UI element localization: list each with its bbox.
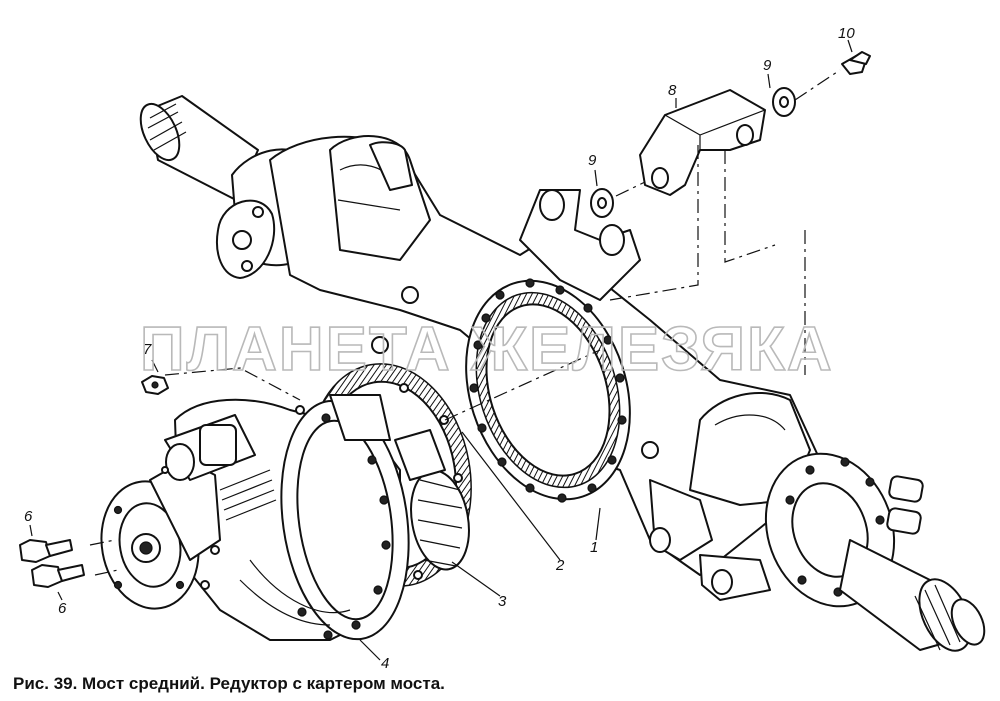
callout-6-upper: 6 — [24, 508, 33, 525]
callout-4: 4 — [381, 655, 389, 672]
watermark: ПЛАНЕТА ЖЕЛЕЗЯКА — [140, 315, 834, 384]
axle-housing — [269, 135, 821, 576]
callout-8: 8 — [668, 82, 677, 99]
callout-labels: 1 2 3 4 6 6 7 8 9 9 10 — [24, 25, 855, 672]
callout-10: 10 — [838, 25, 855, 42]
callout-2: 2 — [555, 557, 565, 574]
final-drive-reducer — [100, 394, 470, 641]
bracket-8 — [639, 89, 766, 196]
assembly-lines — [29, 39, 853, 661]
reducer-bolt-holes — [297, 413, 391, 640]
differential-gears — [329, 394, 470, 571]
callout-9-upper: 9 — [763, 57, 772, 74]
washers-9 — [590, 87, 796, 218]
left-axle-shaft — [139, 95, 311, 279]
callout-6-lower: 6 — [58, 600, 67, 617]
nut-7 — [141, 375, 169, 395]
callout-3: 3 — [498, 593, 507, 610]
callout-9-lower: 9 — [588, 152, 597, 169]
bolts-6 — [19, 539, 85, 588]
flange-bolt-holes — [469, 278, 627, 503]
figure-caption: Рис. 39. Мост средний. Редуктор с картер… — [13, 674, 445, 693]
callout-7: 7 — [143, 341, 152, 358]
right-axle-shaft — [699, 452, 986, 652]
callout-1: 1 — [590, 539, 598, 556]
bolt-10 — [841, 51, 871, 75]
